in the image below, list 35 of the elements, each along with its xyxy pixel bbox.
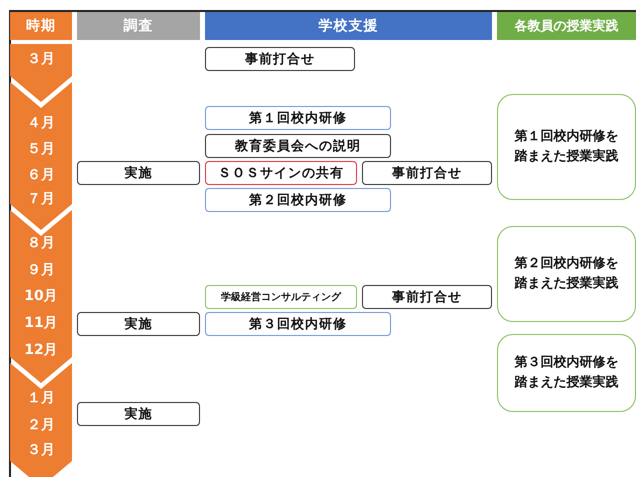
month-label: ８月 <box>26 234 56 252</box>
process-box: 事前打合せ <box>362 161 492 185</box>
month-label: ３月 <box>26 441 56 459</box>
month-label: ３月 <box>26 50 56 68</box>
month-label: ４月 <box>26 114 56 132</box>
month-label: ９月 <box>26 261 56 279</box>
period-band <box>10 363 72 477</box>
month-label: １月 <box>26 389 56 407</box>
header-band: 学校支援 <box>205 12 492 40</box>
header-band: 時期 <box>10 12 72 40</box>
period-band <box>10 44 72 102</box>
process-box: 実施 <box>77 402 200 426</box>
header-band: 各教員の授業実践 <box>497 12 636 40</box>
header-band: 調査 <box>77 12 200 40</box>
process-box: 実施 <box>77 161 200 185</box>
month-label: ７月 <box>26 190 56 208</box>
process-box: 教育委員会への説明 <box>205 134 391 158</box>
month-label: 12月 <box>23 341 59 359</box>
month-label: 11月 <box>23 314 59 332</box>
process-box: 事前打合せ <box>205 47 355 71</box>
process-box: 第３回校内研修 <box>205 312 391 336</box>
process-box: ＳＯＳサインの共有 <box>205 161 357 185</box>
month-label: 10月 <box>23 287 59 305</box>
practice-box: 第３回校内研修を踏まえた授業実践 <box>497 334 636 412</box>
month-label: ２月 <box>26 416 56 434</box>
month-label: ６月 <box>26 166 56 184</box>
process-box: 第１回校内研修 <box>205 106 391 130</box>
month-label: ５月 <box>26 140 56 158</box>
process-box: 事前打合せ <box>362 285 492 309</box>
process-box: 学級経営コンサルティング <box>205 285 357 309</box>
process-box: 実施 <box>77 312 200 336</box>
period-band <box>10 210 72 383</box>
practice-box: 第２回校内研修を踏まえた授業実践 <box>497 226 636 322</box>
process-box: 第２回校内研修 <box>205 188 391 212</box>
practice-box: 第１回校内研修を踏まえた授業実践 <box>497 94 636 200</box>
